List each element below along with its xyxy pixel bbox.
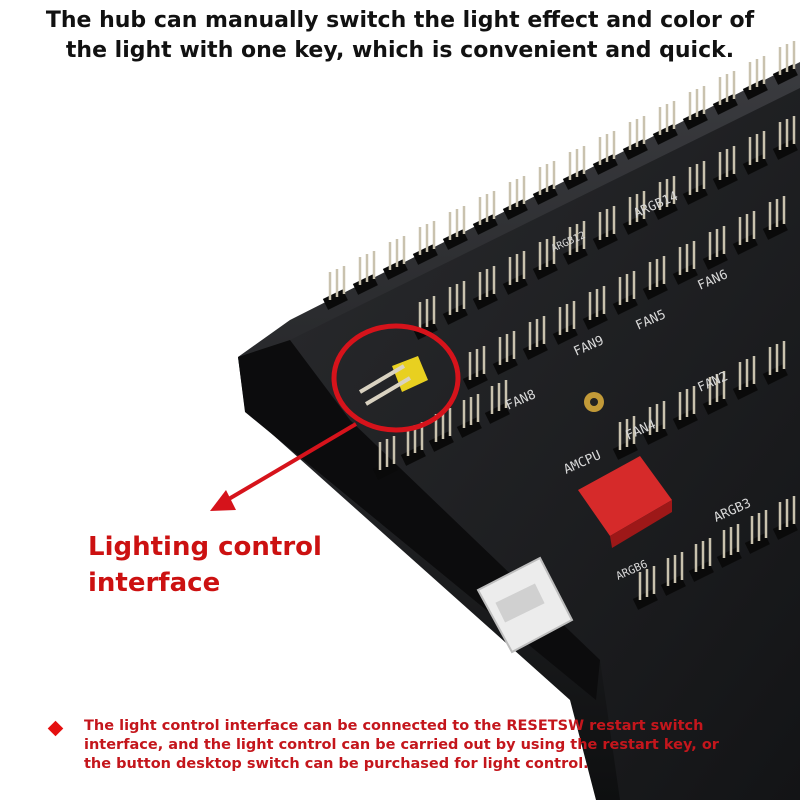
pin-header-base	[456, 417, 482, 438]
pin-header-base	[672, 264, 698, 285]
footnote-line-1: The light control interface can be conne…	[84, 718, 704, 734]
pin-header-base	[442, 304, 468, 325]
pin-header-base	[732, 234, 758, 255]
pin-header-base	[532, 184, 558, 205]
pin-header-base	[688, 561, 714, 582]
pin-header-base	[712, 169, 738, 190]
footnote: The light control interface can be conne…	[46, 717, 736, 774]
pin-header-base	[702, 249, 728, 270]
callout-line-2: interface	[88, 568, 221, 598]
pin-header-base	[562, 244, 588, 265]
pin-header-base	[592, 229, 618, 250]
pin-header-base	[672, 409, 698, 430]
pin-header-base	[372, 459, 398, 480]
lighting-control-connector	[358, 356, 428, 406]
pin-header-base	[632, 589, 658, 610]
pin-header-base	[502, 274, 528, 295]
pin-header-base	[744, 533, 770, 554]
pin-header-base	[472, 214, 498, 235]
pin-header-base	[484, 403, 510, 424]
headline: The hub can manually switch the light ef…	[20, 6, 780, 66]
pin-header-base	[582, 309, 608, 330]
pin-header-base	[442, 229, 468, 250]
pin-header-base	[562, 169, 588, 190]
pin-header-base	[772, 519, 798, 540]
pin-header-base	[716, 547, 742, 568]
pin-header-base	[642, 279, 668, 300]
callout-line-1: Lighting control	[88, 532, 322, 562]
pin-header-base	[622, 214, 648, 235]
footnote-line-3: the button desktop switch can be purchas…	[84, 756, 589, 772]
pin-header-base	[642, 424, 668, 445]
pin-header-base	[742, 79, 768, 100]
pin-header-base	[412, 244, 438, 265]
pin-header-base	[702, 394, 728, 415]
pin-header-base	[772, 139, 798, 160]
pin-header-base	[522, 339, 548, 360]
pin-header-base	[762, 219, 788, 240]
pin-header-base	[682, 184, 708, 205]
pin-header-base	[502, 199, 528, 220]
callout-arrow	[210, 422, 358, 511]
red-connector	[578, 456, 672, 548]
pin-header-base	[652, 124, 678, 145]
pin-header-base	[682, 109, 708, 130]
headline-line-1: The hub can manually switch the light ef…	[45, 8, 755, 33]
pin-header-base	[382, 259, 408, 280]
highlight-ring	[331, 323, 461, 433]
pin-header-base	[472, 289, 498, 310]
pin-header-base	[428, 431, 454, 452]
callout-label: Lighting control interface	[88, 529, 322, 601]
pin-header-base	[532, 259, 558, 280]
footnote-line-2: interface, and the light control can be …	[84, 737, 719, 753]
pin-header-base	[612, 294, 638, 315]
pin-header-base	[762, 364, 788, 385]
headline-line-2: the light with one key, which is conveni…	[65, 38, 735, 63]
pin-header-base	[400, 445, 426, 466]
pin-header-base	[772, 64, 798, 85]
pin-header-base	[592, 154, 618, 175]
pin-header-base	[322, 289, 348, 310]
pin-header-base	[712, 94, 738, 115]
pin-header-base	[552, 324, 578, 345]
hub-board	[238, 62, 800, 800]
red-diamond-icon	[47, 720, 64, 737]
pin-header-base	[622, 139, 648, 160]
pin-header-base	[742, 154, 768, 175]
pin-header-base	[462, 369, 488, 390]
pin-header-base	[492, 354, 518, 375]
pin-header-base	[732, 379, 758, 400]
pin-header-base	[352, 274, 378, 295]
pin-headers	[322, 41, 798, 610]
white-connector	[476, 556, 574, 654]
pin-header-base	[652, 199, 678, 220]
pin-header-base	[660, 575, 686, 596]
pin-header-base	[612, 439, 638, 460]
